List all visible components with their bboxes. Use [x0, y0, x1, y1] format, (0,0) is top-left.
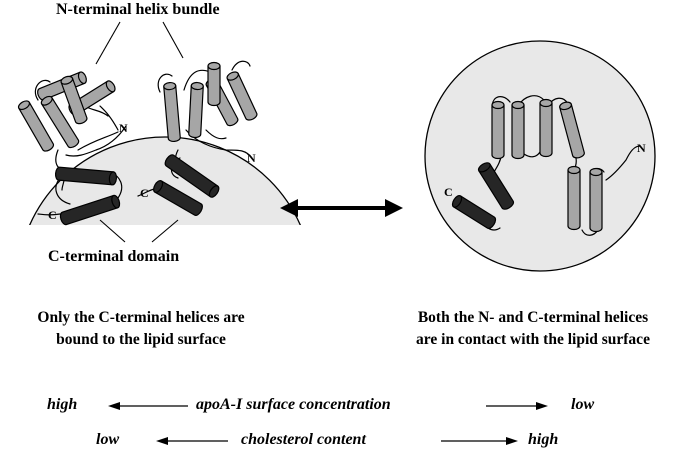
n-helix-left-b-4 — [226, 71, 258, 121]
n-helix-left-a-3 — [40, 95, 80, 149]
n-terminus-label-left-2: N — [247, 151, 256, 165]
left-caption-line-2: bound to the lipid surface — [56, 331, 226, 348]
n-helix-left-a-5 — [60, 75, 88, 125]
n-terminus-label-right: N — [637, 141, 646, 155]
n-helix-right-4 — [559, 101, 585, 159]
c-domain-pointer-left — [99, 219, 126, 243]
left-caption-line-1: Only the C-terminal helices are — [37, 309, 245, 326]
right-lipid-disc — [424, 40, 656, 272]
n-terminal-helices — [17, 61, 603, 233]
c-domain-pointer-right — [151, 219, 179, 243]
n-helix-right-6 — [589, 167, 603, 233]
n-bundle-pointer-right — [162, 21, 184, 59]
c-helix-left-3 — [164, 154, 220, 198]
cholesterol-right-label: high — [528, 431, 559, 448]
n-helix-right-1 — [491, 100, 505, 160]
surface-conc-center-label: apoA-I surface concentration — [196, 396, 391, 413]
c-terminal-helices — [55, 154, 515, 230]
c-terminus-label-right: C — [444, 185, 453, 199]
c-helix-left-1 — [55, 166, 118, 186]
c-helix-left-4 — [153, 180, 203, 216]
right-caption: Both the N- and C-terminal helices are i… — [380, 307, 686, 351]
c-terminal-domain-label: C-terminal domain — [48, 248, 180, 265]
right-caption-line-1: Both the N- and C-terminal helices — [417, 309, 649, 326]
n-helix-left-b-2 — [188, 81, 204, 139]
n-helix-left-b-5 — [207, 61, 221, 107]
n-bundle-pointer-left — [95, 21, 121, 65]
n-terminal-bundle-label: N-terminal helix bundle — [56, 1, 220, 18]
left-caption: Only the C-terminal helices are bound to… — [0, 307, 282, 351]
n-helix-left-b-1 — [163, 81, 181, 142]
n-helix-right-2 — [511, 100, 525, 160]
c-helix-right-2 — [451, 194, 497, 230]
c-terminus-label-left-1: C — [140, 186, 149, 200]
equilibrium-arrow — [280, 199, 403, 217]
n-helix-right-3 — [539, 98, 553, 158]
c-helix-left-2 — [59, 194, 121, 226]
right-caption-line-2: are in contact with the lipid surface — [416, 331, 650, 348]
c-helix-right-1 — [477, 162, 515, 210]
n-helix-left-a-2 — [17, 100, 55, 152]
cholesterol-left-label: low — [96, 431, 120, 448]
cholesterol-center-label: cholesterol content — [241, 431, 366, 448]
n-terminus-label-left-1: N — [119, 121, 128, 135]
cholesterol-arrows — [156, 437, 518, 445]
n-helix-right-5 — [567, 165, 581, 231]
surface-conc-right-label: low — [571, 396, 595, 413]
left-lipid-surface — [29, 136, 301, 225]
c-terminus-label-left-2: C — [48, 208, 57, 222]
surface-concentration-arrows — [108, 402, 548, 410]
surface-conc-left-label: high — [47, 396, 78, 413]
